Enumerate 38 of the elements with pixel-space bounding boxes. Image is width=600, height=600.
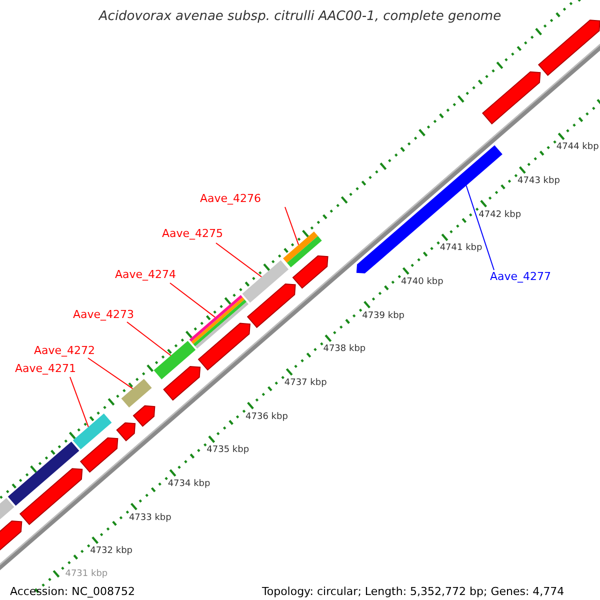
gene-label: Aave_4275 [162, 228, 224, 240]
leader-line [70, 376, 89, 428]
gene-bar [189, 295, 249, 349]
genome-info-label: Topology: circular; Length: 5,352,772 bp; Genes: 4,774 [262, 586, 564, 598]
scale-label: 4738 kbp [323, 345, 366, 356]
scale-label: 4737 kbp [284, 378, 327, 389]
gene-bar [283, 232, 322, 268]
scale-label: 4744 kbp [556, 143, 599, 154]
gene-bar [242, 260, 289, 303]
scale-label: 4735 kbp [206, 446, 250, 456]
accession-label: Accession: NC_008752 [10, 586, 136, 598]
leader-line [126, 322, 172, 356]
scale-label: 4736 kbp [246, 412, 288, 422]
leader-line [466, 185, 494, 270]
gene-bar [154, 340, 196, 380]
scale-label: 4740 kbp [400, 278, 444, 288]
leader-line [170, 282, 216, 318]
scale-label: 4732 kbp [90, 547, 132, 558]
gene-bar [72, 414, 112, 450]
gene-label: Aave_4277 [490, 271, 552, 284]
gene-feature [356, 145, 502, 274]
scale-label: 4734 kbp [168, 480, 210, 490]
diagram-title: Acidovorax avenae subsp. citrulli AAC00-1, complete genome [97, 10, 502, 24]
gene-label: Aave_4272 [34, 345, 96, 358]
leader-line [88, 358, 134, 390]
gene-label: Aave_4276 [200, 193, 262, 206]
gene-label: Aave_4271 [15, 363, 76, 376]
gene-bar [121, 378, 152, 408]
leader-line [284, 206, 300, 246]
scale-label: 4731 kbp [65, 570, 108, 580]
scale-label: 4741 kbp [440, 244, 482, 254]
gene-label: Aave_4274 [115, 269, 176, 282]
leader-line [216, 242, 262, 278]
scale-label: 4742 kbp [478, 210, 522, 220]
scale-label: 4743 kbp [518, 176, 560, 187]
scale-label: 4733 kbp [128, 514, 172, 524]
gene-label: Aave_4273 [73, 309, 134, 322]
scale-label: 4739 kbp [362, 312, 404, 322]
